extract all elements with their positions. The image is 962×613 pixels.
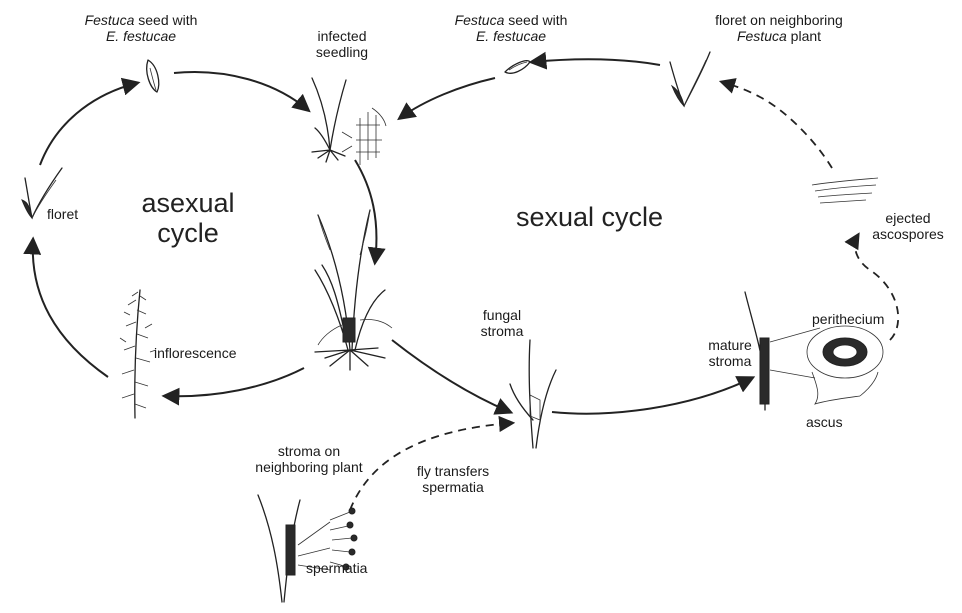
dashed-arrow-ascospores-to-floret — [718, 78, 833, 169]
arrow-fungal-to-mature-stroma — [551, 376, 756, 415]
arrow-plant-to-inflorescence — [161, 367, 305, 406]
label-stroma-neighbor-1: stroma on — [277, 443, 341, 459]
ejected-ascospores-illustration — [811, 177, 879, 204]
arrow-neighbor-floret-to-seed — [528, 51, 661, 70]
label-ejected-ascospores: ejected ascospores — [858, 210, 958, 242]
label-perithecium: perithecium — [812, 311, 885, 327]
floret-neighbor-illustration — [669, 51, 711, 108]
label-seed-left: Festuca seed with E. festucae — [66, 12, 216, 44]
label-ascus: ascus — [806, 414, 843, 430]
label-seed-left-rest: seed with — [134, 12, 198, 28]
infected-seedling-illustration — [311, 77, 387, 165]
label-asexual-1: asexual — [141, 188, 235, 218]
dashed-arrow-perithecium-to-ascospores — [844, 232, 899, 341]
arrow-seed-to-seedling — [173, 71, 311, 113]
label-ejected-1: ejected — [885, 210, 931, 226]
label-infected-seedling-1: infected — [317, 28, 367, 44]
label-inflorescence: inflorescence — [154, 345, 237, 361]
label-spermatia: spermatia — [306, 560, 368, 576]
label-asexual-2: cycle — [157, 218, 219, 248]
fungal-stroma-illustration — [509, 339, 557, 449]
label-seed-right-rest: seed with — [504, 12, 568, 28]
arrow-inflorescence-to-floret — [23, 236, 109, 378]
label-asexual-cycle: asexual cycle — [128, 188, 248, 248]
label-mature-stroma-1: mature — [708, 337, 752, 353]
label-infected-seedling-2: seedling — [315, 44, 369, 60]
label-floret-neighbor-2-italic: Festuca — [736, 28, 787, 44]
label-fungal-stroma-2: stroma — [480, 323, 524, 339]
label-floret: floret — [47, 206, 79, 222]
label-fly-2: spermatia — [422, 479, 484, 495]
seed-left-illustration — [146, 59, 160, 93]
seed-right-illustration — [504, 60, 531, 74]
inflorescence-illustration — [119, 289, 157, 419]
label-stroma-neighbor: stroma on neighboring plant — [244, 443, 374, 475]
perithecium-illustration — [806, 325, 884, 405]
label-mature-stroma: mature stroma — [700, 337, 760, 369]
spermatia-illustration — [329, 507, 358, 571]
stroma-neighbor-illustration — [257, 494, 331, 603]
dashed-arrow-fly-to-fungal-stroma — [349, 415, 516, 511]
mature-plant-illustration — [314, 209, 393, 371]
arrow-seedling-to-plant — [354, 159, 386, 266]
label-stroma-neighbor-2: neighboring plant — [255, 459, 363, 475]
label-seed-left-line2: E. festucae — [105, 28, 177, 44]
label-fly-1: fly transfers — [416, 463, 490, 479]
label-fungal-stroma: fungal stroma — [472, 307, 532, 339]
label-seed-right-line2: E. festucae — [475, 28, 547, 44]
arrow-floret-to-seed — [39, 77, 141, 166]
label-infected-seedling: infected seedling — [302, 28, 382, 60]
label-fungal-stroma-1: fungal — [482, 307, 522, 323]
floret-left-illustration — [21, 167, 63, 220]
label-mature-stroma-2: stroma — [708, 353, 752, 369]
label-fly-transfers: fly transfers spermatia — [398, 463, 508, 495]
label-seed-left-italic: Festuca — [84, 12, 135, 28]
label-seed-right-italic: Festuca — [454, 12, 505, 28]
mature-stroma-illustration — [744, 291, 821, 411]
label-seed-right: Festuca seed with E. festucae — [436, 12, 586, 44]
arrow-seed-to-infected-seedling — [397, 77, 496, 121]
label-sexual-cycle: sexual cycle — [516, 202, 664, 232]
label-floret-neighbor-2-rest: plant — [786, 28, 822, 44]
label-ejected-2: ascospores — [872, 226, 944, 242]
label-floret-neighbor-1: floret on neighboring — [715, 12, 843, 28]
label-floret-neighbor: floret on neighboring Festuca plant — [694, 12, 864, 44]
arrow-plant-to-fungal-stroma — [391, 339, 514, 415]
